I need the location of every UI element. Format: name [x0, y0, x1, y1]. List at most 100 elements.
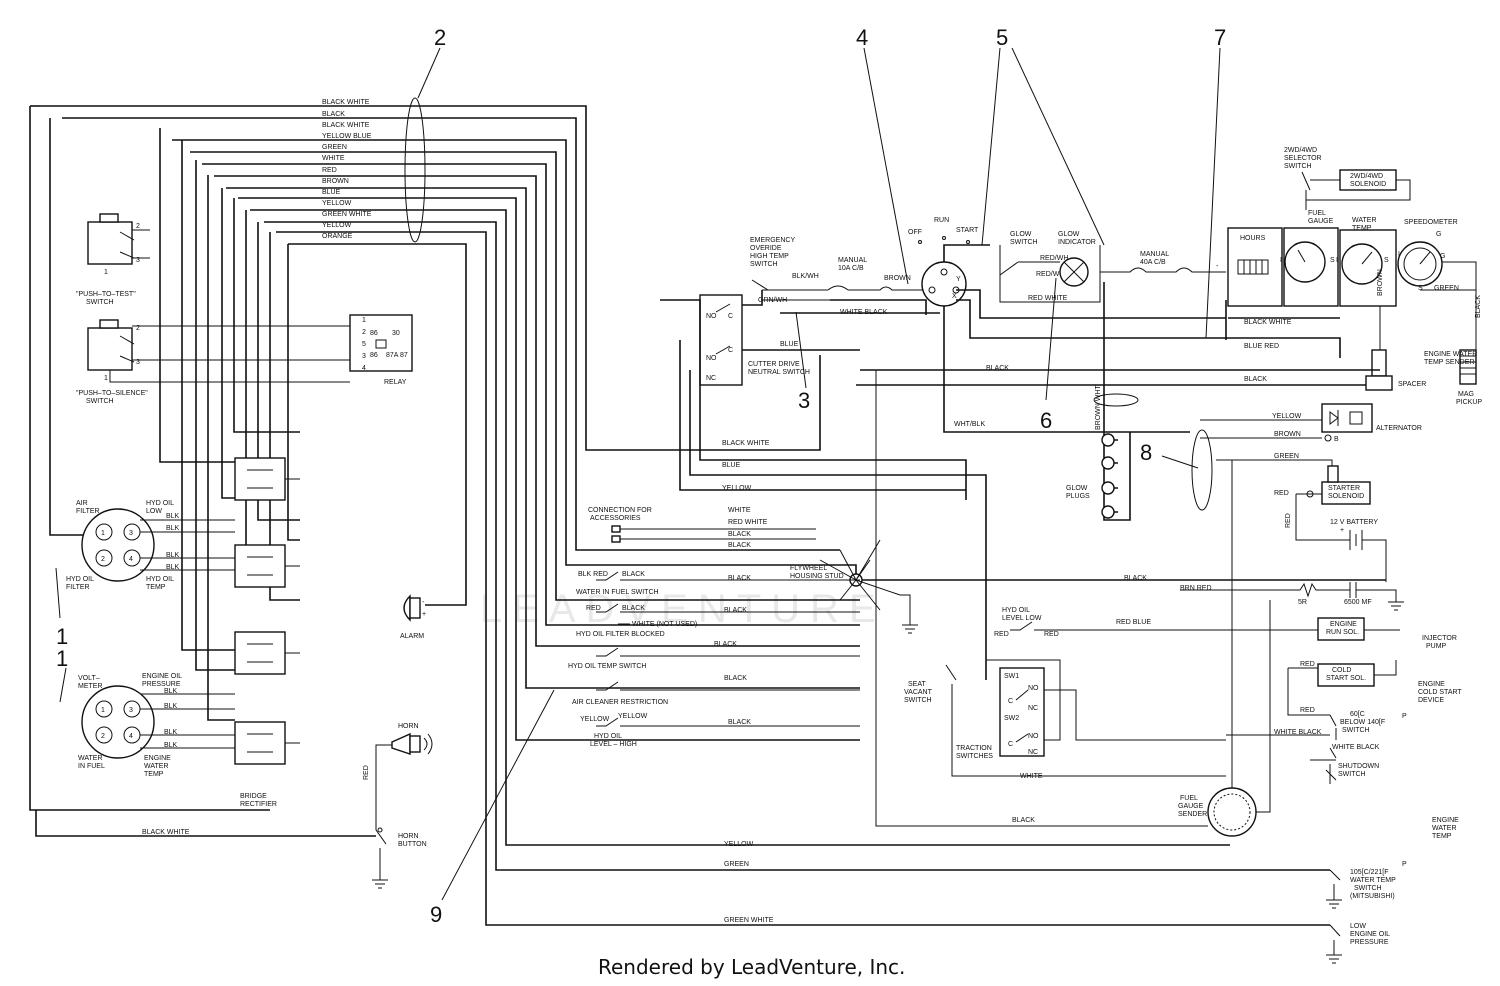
svg-text:MANUAL: MANUAL [1140, 251, 1169, 258]
callout-number: 5 [996, 25, 1008, 50]
svg-text:WHITE BLACK: WHITE BLACK [1274, 729, 1322, 736]
svg-text:C: C [728, 347, 733, 354]
svg-text:3: 3 [136, 257, 140, 264]
svg-text:NC: NC [1028, 749, 1038, 756]
svg-text:1: 1 [101, 530, 105, 537]
svg-text:-: - [1216, 263, 1219, 270]
water-temp-switch: 105[C/221[F WATER TEMP SWITCH (MITSUBISH… [1326, 861, 1407, 909]
water-temp-gauge: WATER TEMP I S BROWN [1336, 217, 1397, 307]
svg-text:3: 3 [362, 353, 366, 360]
callout-leader [417, 47, 441, 99]
shutdown-switch: WHITE BLACK WHITE BLACK SHUTDOWN SWITCH [1226, 729, 1380, 784]
svg-text:SWITCH: SWITCH [1342, 727, 1370, 734]
svg-text:BROWN WHT: BROWN WHT [1095, 385, 1102, 430]
svg-text:S: S [1330, 257, 1335, 264]
harness-label: GREEN [322, 144, 347, 151]
svg-text:SELECTOR: SELECTOR [1284, 155, 1322, 162]
cold-start-solenoid: COLD START SOL. RED RED [1287, 660, 1397, 716]
svg-text:I: I [1336, 257, 1338, 264]
hyd-oil-filter-blocked-switch: RED BLACK BLACK WHITE (NOT USED) HYD OIL… [576, 603, 860, 638]
svg-text:-: - [422, 599, 425, 606]
svg-text:RECTIFIER: RECTIFIER [240, 801, 277, 808]
svg-text:HOUSING STUD: HOUSING STUD [790, 573, 844, 580]
svg-text:2WD/4WD: 2WD/4WD [1350, 173, 1383, 180]
svg-text:FUEL: FUEL [1180, 795, 1198, 802]
alternator: ALTERNATOR B YELLOW BROWN [1200, 403, 1422, 443]
wire-label: BLUE [722, 462, 741, 469]
svg-text:BROWN: BROWN [1377, 269, 1384, 296]
svg-text:(MITSUBISHI): (MITSUBISHI) [1350, 893, 1395, 900]
svg-text:SOLENOID: SOLENOID [1350, 181, 1386, 188]
engine-cold-start-label: ENGINE [1418, 681, 1445, 688]
hyd-oil-temp-switch: BLACK HYD OIL TEMP SWITCH [568, 641, 860, 670]
wire-label: BLACK [986, 365, 1009, 372]
svg-text:1: 1 [104, 269, 108, 276]
svg-text:FILTER: FILTER [76, 508, 100, 515]
svg-text:2: 2 [101, 556, 105, 563]
svg-text:SWITCH: SWITCH [1338, 771, 1366, 778]
svg-text:CONNECTION FOR: CONNECTION FOR [588, 507, 652, 514]
harness-label: WHITE [322, 155, 345, 162]
svg-text:COLD: COLD [1332, 667, 1351, 674]
callout-number: 1 [56, 646, 68, 671]
callout-leader [863, 47, 909, 285]
svg-text:LEVEL LOW: LEVEL LOW [1002, 615, 1042, 622]
svg-text:NO: NO [706, 313, 717, 320]
svg-text:60[C: 60[C [1350, 711, 1365, 718]
svg-text:SPACER: SPACER [1398, 381, 1426, 388]
svg-text:WHITE BLACK: WHITE BLACK [1332, 744, 1380, 751]
svg-text:SOLENOID: SOLENOID [1328, 493, 1364, 500]
speedometer: SPEEDOMETER I G G S GREEN BLACK [1397, 219, 1482, 350]
harness-label: RED [322, 167, 337, 174]
bridge-rectifiers: BRIDGE RECTIFIER [234, 457, 300, 808]
callout-leader [1045, 277, 1057, 401]
svg-text:WATER: WATER [78, 755, 103, 762]
svg-text:SWITCH: SWITCH [1010, 239, 1038, 246]
svg-text:GAUGE: GAUGE [1178, 803, 1204, 810]
callout-number: 3 [798, 388, 810, 413]
svg-text:RELAY: RELAY [384, 379, 407, 386]
svg-text:TEMP: TEMP [146, 584, 166, 591]
svg-text:BRIDGE: BRIDGE [240, 793, 267, 800]
wire [856, 300, 1380, 386]
svg-text:SENDER: SENDER [1178, 811, 1207, 818]
callout-leader [1011, 47, 1105, 246]
harness-label: BLACK WHITE [322, 99, 370, 106]
wire-label: YELLOW [722, 485, 752, 492]
svg-text:SWITCH: SWITCH [750, 261, 778, 268]
svg-text:2: 2 [136, 223, 140, 230]
svg-text:HYD OIL: HYD OIL [1002, 607, 1030, 614]
svg-text:BLK: BLK [164, 742, 178, 749]
engine-water-temp-label: TEMP [1432, 833, 1452, 840]
wire-label: YELLOW [724, 841, 754, 848]
hyd-oil-level-low-switch: HYD OIL LEVEL LOW RED RED [994, 607, 1059, 638]
svg-text:GRN/WH: GRN/WH [758, 297, 787, 304]
main-harness [29, 105, 1330, 926]
svg-text:C: C [1008, 698, 1013, 705]
svg-text:HYD OIL: HYD OIL [146, 576, 174, 583]
svg-text:AIR: AIR [76, 500, 88, 507]
svg-text:YELLOW: YELLOW [580, 716, 610, 723]
svg-text:EMERGENCY: EMERGENCY [750, 237, 795, 244]
callout-leader [59, 667, 67, 703]
svg-text:S: S [1384, 257, 1389, 264]
svg-text:BELOW 140[F: BELOW 140[F [1340, 719, 1385, 726]
svg-text:BLACK: BLACK [724, 607, 747, 614]
svg-text:GREEN: GREEN [1434, 285, 1459, 292]
svg-text:12 V BATTERY: 12 V BATTERY [1330, 519, 1378, 526]
svg-text:RED: RED [586, 605, 601, 612]
harness-label: YELLOW [322, 200, 352, 207]
svg-text:C: C [728, 313, 733, 320]
relay: 1 2 5 3 4 86 30 86 87A 87 RELAY [349, 314, 413, 386]
svg-text:BLACK: BLACK [1012, 817, 1035, 824]
svg-text:SW1: SW1 [1004, 673, 1019, 680]
svg-text:HYD OIL TEMP SWITCH: HYD OIL TEMP SWITCH [568, 663, 646, 670]
svg-text:ACCESSORIES: ACCESSORIES [590, 515, 641, 522]
harness-label: ORANGE [322, 233, 353, 240]
svg-text:HYD OIL FILTER BLOCKED: HYD OIL FILTER BLOCKED [576, 631, 665, 638]
engine-water-temp-label: WATER [1432, 825, 1457, 832]
wire-label: BLACK WHITE [1244, 319, 1292, 326]
svg-text:VOLT–: VOLT– [78, 675, 100, 682]
